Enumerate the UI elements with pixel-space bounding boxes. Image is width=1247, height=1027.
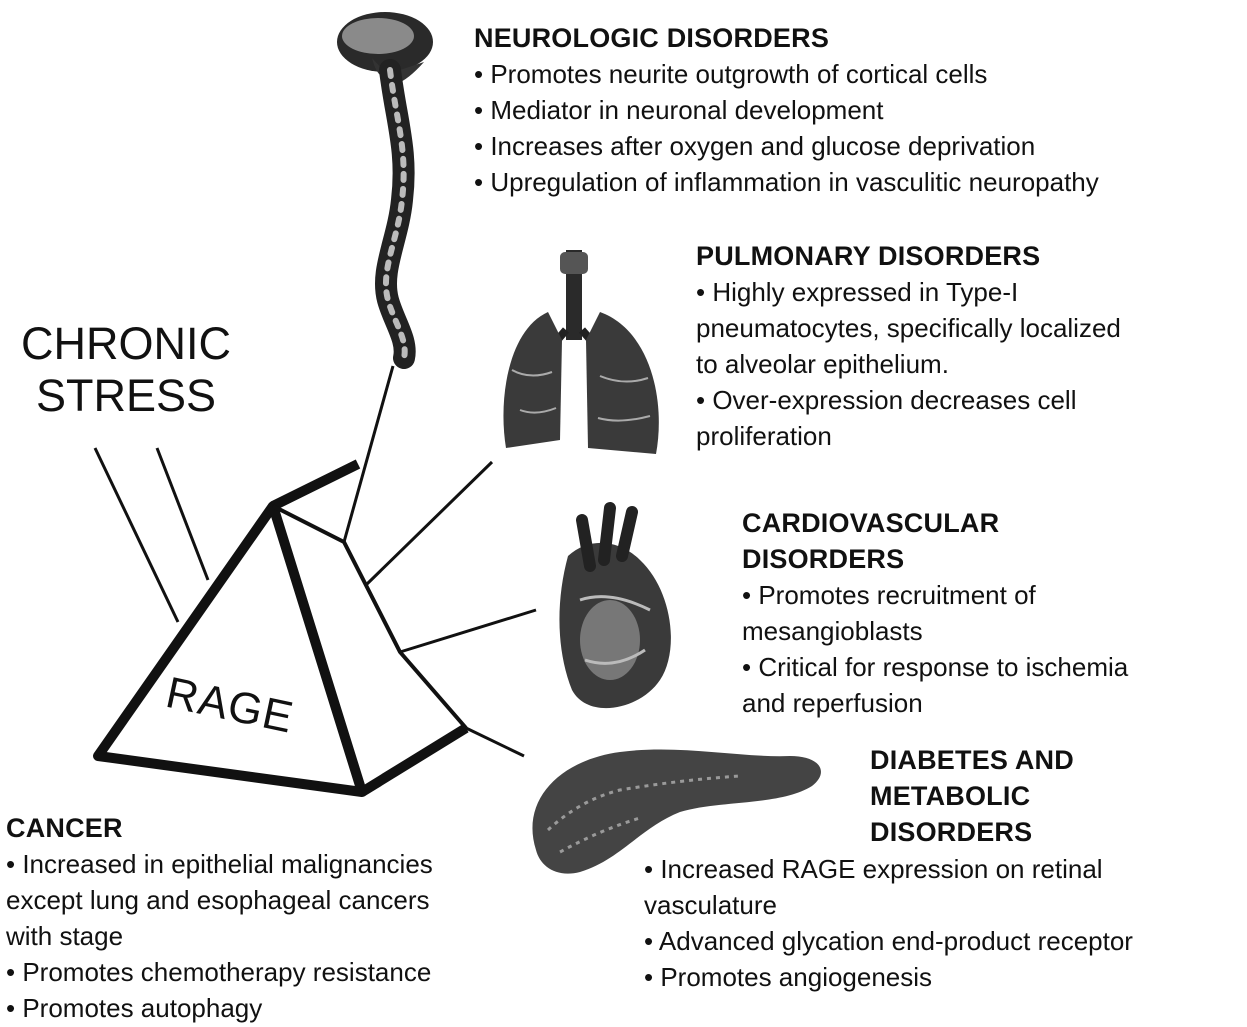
pulmonary-block: PULMONARY DISORDERS • Highly expressed i…: [696, 238, 1121, 454]
cancer-line-4: • Promotes chemotherapy resistance: [6, 954, 433, 990]
pulmonary-line-5: proliferation: [696, 418, 1121, 454]
diabetes-lines-block: • Increased RAGE expression on retinal v…: [644, 851, 1133, 995]
connector-diabetes: [466, 728, 524, 756]
diabetes-line-4: • Promotes angiogenesis: [644, 959, 1133, 995]
diabetes-line-3: • Advanced glycation end-product recepto…: [644, 923, 1133, 959]
neurologic-block: NEUROLOGIC DISORDERS • Promotes neurite …: [474, 20, 1099, 200]
cancer-line-1: • Increased in epithelial malignancies: [6, 846, 433, 882]
cancer-line-3: with stage: [6, 918, 433, 954]
stress-label: STRESS: [12, 370, 240, 422]
neurologic-line-4: • Upregulation of inflammation in vascul…: [474, 164, 1099, 200]
connector-cardiovascular: [400, 610, 536, 652]
neurologic-line-1: • Promotes neurite outgrowth of cortical…: [474, 56, 1099, 92]
cardiovascular-block: CARDIOVASCULAR DISORDERS • Promotes recr…: [742, 505, 1128, 721]
cardiovascular-line-1: • Promotes recruitment of: [742, 577, 1128, 613]
diabetes-title-1: DIABETES AND: [870, 742, 1074, 778]
pulmonary-line-3: to alveolar epithelium.: [696, 346, 1121, 382]
neurologic-line-2: • Mediator in neuronal development: [474, 92, 1099, 128]
cancer-line-2: except lung and esophageal cancers: [6, 882, 433, 918]
diabetes-line-1: • Increased RAGE expression on retinal: [644, 851, 1133, 887]
chronic-stress-label: CHRONIC STRESS: [12, 318, 240, 422]
cardiovascular-line-4: and reperfusion: [742, 685, 1128, 721]
pulmonary-line-1: • Highly expressed in Type-I: [696, 274, 1121, 310]
pulmonary-line-4: • Over-expression decreases cell: [696, 382, 1121, 418]
diabetes-title-block: DIABETES AND METABOLIC DISORDERS: [870, 742, 1074, 850]
connector-neurologic: [344, 366, 393, 542]
chronic-label: CHRONIC: [12, 318, 240, 370]
pulmonary-line-2: pneumatocytes, specifically localized: [696, 310, 1121, 346]
spinal-cord-icon: [337, 12, 433, 358]
cardiovascular-line-3: • Critical for response to ischemia: [742, 649, 1128, 685]
cancer-line-5: • Promotes autophagy: [6, 990, 433, 1026]
cardiovascular-title-1: CARDIOVASCULAR: [742, 505, 1128, 541]
neurologic-title: NEUROLOGIC DISORDERS: [474, 20, 1099, 56]
cancer-block: CANCER • Increased in epithelial maligna…: [6, 810, 433, 1026]
neurologic-line-3: • Increases after oxygen and glucose dep…: [474, 128, 1099, 164]
diabetes-title-2: METABOLIC: [870, 778, 1074, 814]
stress-line-right: [157, 448, 208, 580]
heart-icon: [559, 508, 670, 708]
connector-pulmonary: [367, 462, 492, 584]
cardiovascular-line-2: mesangioblasts: [742, 613, 1128, 649]
cancer-title: CANCER: [6, 810, 433, 846]
lungs-icon: [503, 250, 658, 454]
pulmonary-title: PULMONARY DISORDERS: [696, 238, 1121, 274]
cardiovascular-title-2: DISORDERS: [742, 541, 1128, 577]
diabetes-line-2: vasculature: [644, 887, 1133, 923]
diabetes-title-3: DISORDERS: [870, 814, 1074, 850]
rage-pyramid: [98, 464, 466, 792]
